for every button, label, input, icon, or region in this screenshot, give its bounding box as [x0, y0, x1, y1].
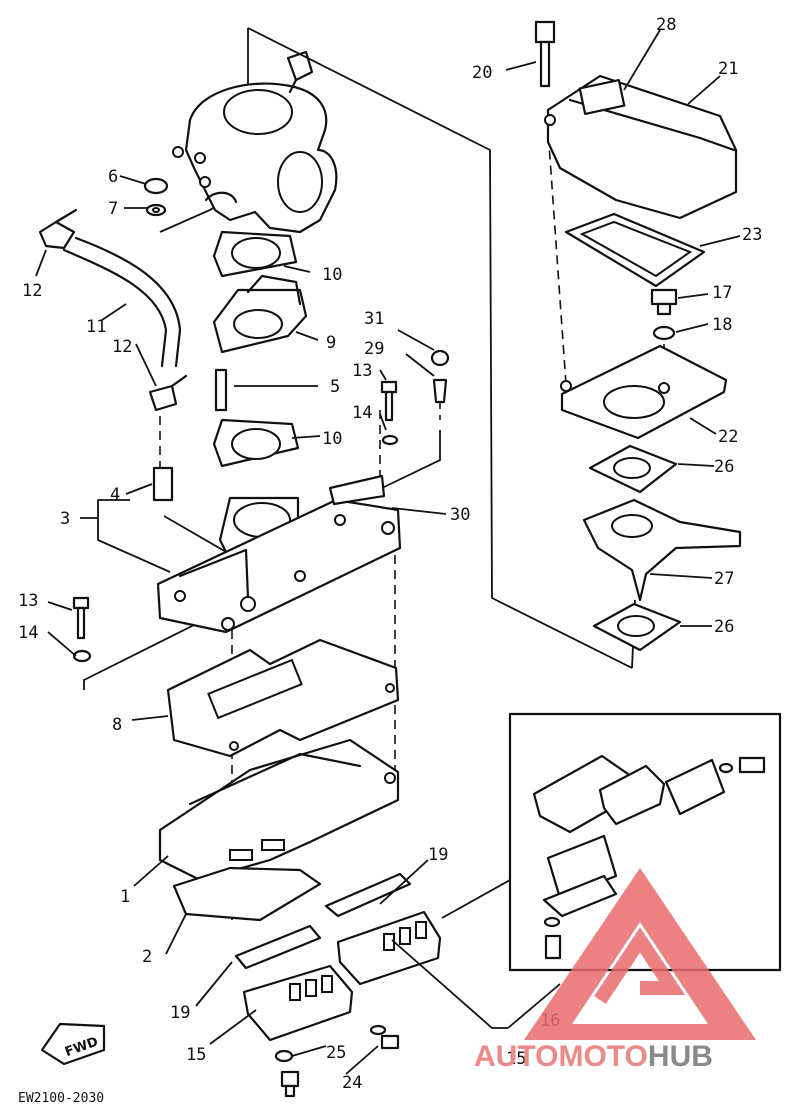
- callout-10a: 10: [322, 265, 342, 285]
- callout-3: 3: [60, 509, 70, 529]
- reed-valve-assembly-left: [242, 964, 354, 1042]
- callout-27: 27: [714, 569, 734, 589]
- callout-13a: 13: [352, 361, 372, 381]
- reed-valve-assembly-right: [336, 910, 442, 986]
- base-gaskets-and-bracket: [582, 444, 742, 652]
- callout-9: 9: [326, 333, 336, 353]
- cover-screw-washer: [650, 288, 678, 341]
- callout-30: 30: [450, 505, 470, 525]
- callout-14a: 14: [352, 403, 372, 423]
- cylinder-block: [172, 50, 338, 234]
- callout-26a: 26: [714, 457, 734, 477]
- callout-10b: 10: [322, 429, 342, 449]
- callout-4: 4: [110, 485, 120, 505]
- callout-26b: 26: [714, 617, 734, 637]
- reed-valve-housing: [158, 738, 400, 882]
- cover-gasket: [564, 212, 706, 288]
- forward-direction-arrow: [40, 1022, 106, 1066]
- callout-1: 1: [120, 887, 130, 907]
- reed-valve-detail-inset: [508, 712, 782, 972]
- callout-11: 11: [86, 317, 106, 337]
- callout-13b: 13: [18, 591, 38, 611]
- callout-20: 20: [472, 63, 492, 83]
- watermark-text: AUTOMOTOHUB: [474, 1040, 713, 1073]
- callout-25: 25: [326, 1043, 346, 1063]
- callout-7: 7: [108, 199, 118, 219]
- left-bolts: [72, 349, 450, 663]
- cover-bolt: [534, 20, 556, 88]
- callout-15b: 15: [506, 1049, 526, 1069]
- callout-12b: 12: [112, 337, 132, 357]
- callout-21: 21: [718, 59, 738, 79]
- callout-leaders: [35, 29, 741, 1075]
- automotohub-watermark: AUTOMOTOHUB: [474, 868, 756, 1073]
- flame-arrester-cover: [544, 74, 738, 220]
- callout-14b: 14: [18, 623, 38, 643]
- bottom-bolts: [274, 1024, 400, 1098]
- callout-23: 23: [742, 225, 762, 245]
- callout-19b: 19: [170, 1003, 190, 1023]
- callout-31: 31: [364, 309, 384, 329]
- callout-19a: 19: [428, 845, 448, 865]
- callout-29: 29: [364, 339, 384, 359]
- arrester-base-plate: [560, 344, 728, 440]
- callout-24: 24: [342, 1073, 362, 1093]
- hose-and-clamps: [38, 177, 188, 502]
- callout-18: 18: [712, 315, 732, 335]
- callout-28: 28: [656, 15, 676, 35]
- watermark-triangle-logo: [524, 868, 756, 1040]
- callout-15a: 15: [186, 1045, 206, 1065]
- callout-17: 17: [712, 283, 732, 303]
- callout-2: 2: [142, 947, 152, 967]
- callout-22: 22: [718, 427, 738, 447]
- reed-gaskets: [172, 866, 412, 970]
- callout-8: 8: [112, 715, 122, 735]
- callout-6: 6: [108, 167, 118, 187]
- callout-5: 5: [330, 377, 340, 397]
- callout-12a: 12: [22, 281, 42, 301]
- manifold-gasket: [166, 638, 400, 758]
- figure-code: EW2100-2030: [18, 1091, 104, 1106]
